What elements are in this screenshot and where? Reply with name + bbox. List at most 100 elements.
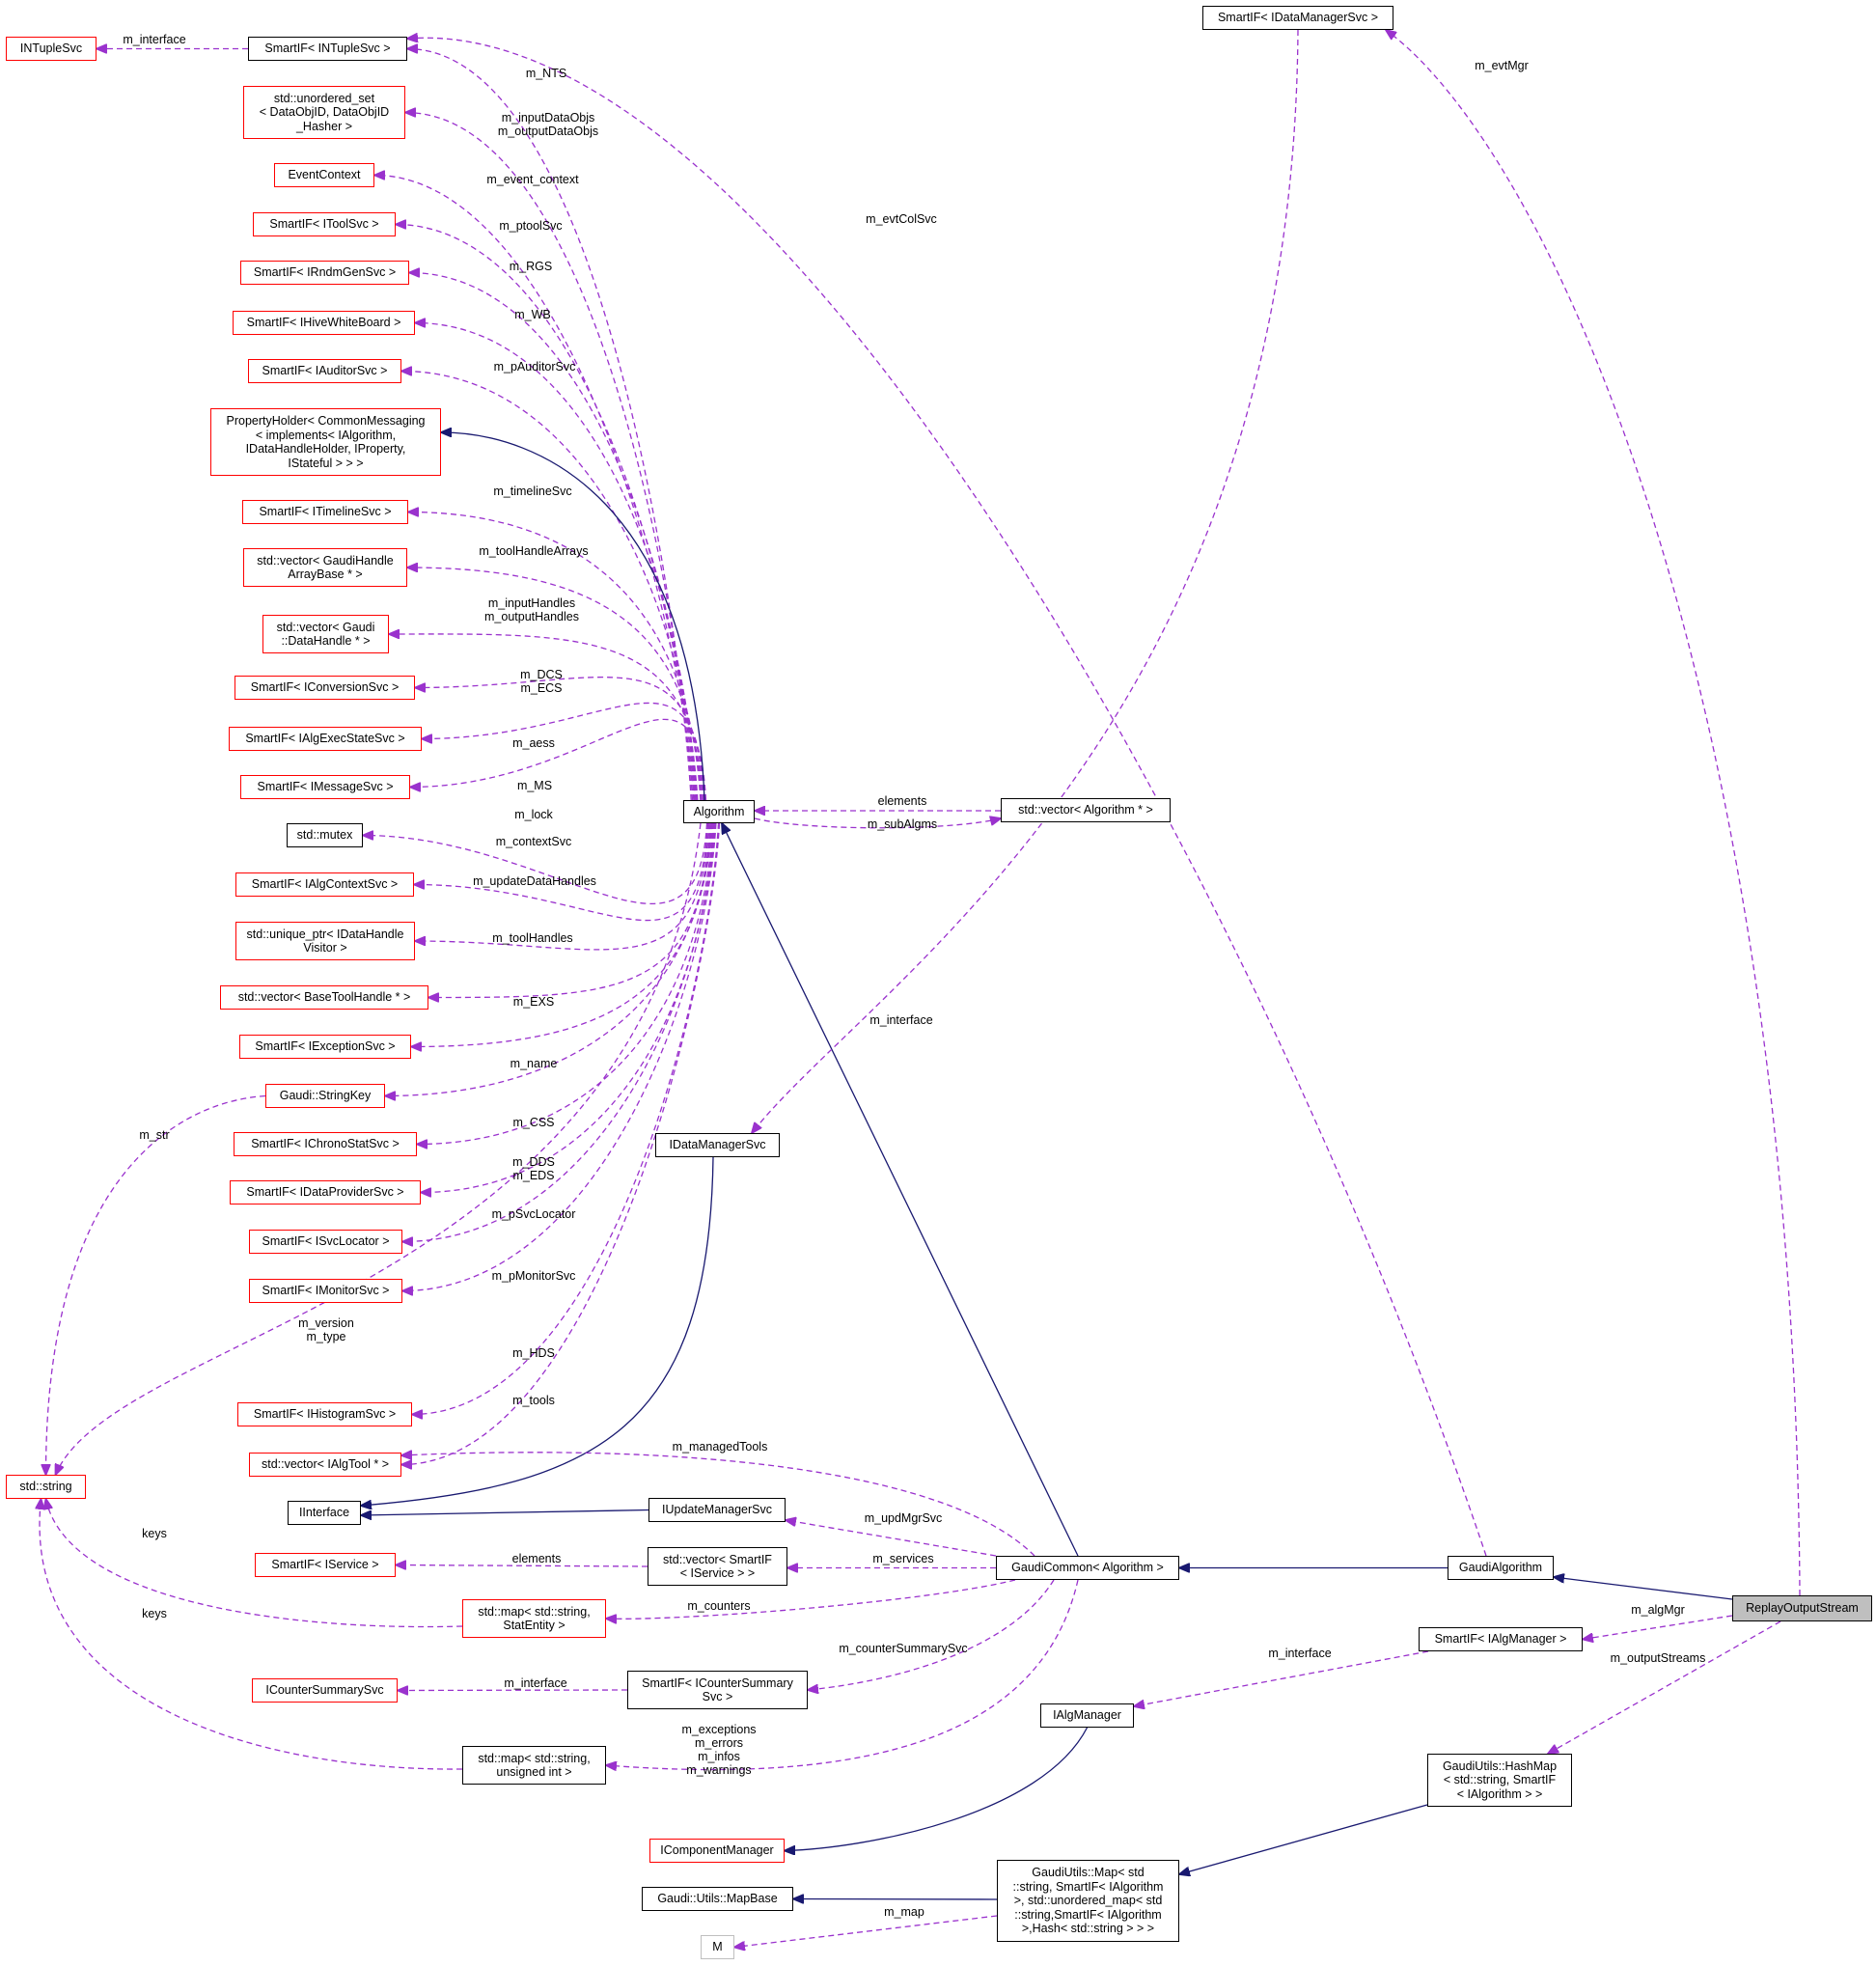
node-vec-algtool[interactable]: std::vector< IAlgTool * > bbox=[249, 1453, 401, 1477]
usage-edge bbox=[407, 568, 703, 801]
inheritance-edge bbox=[361, 1509, 649, 1516]
usage-edge bbox=[606, 1579, 1016, 1619]
node-sp-exc[interactable]: SmartIF< IExceptionSvc > bbox=[239, 1035, 411, 1059]
node-map-stat[interactable]: std::map< std::string, StatEntity > bbox=[462, 1599, 606, 1638]
node-sp-aud[interactable]: SmartIF< IAuditorSvc > bbox=[248, 359, 401, 383]
usage-edge bbox=[412, 822, 720, 1415]
node-ialgmgr[interactable]: IAlgManager bbox=[1040, 1703, 1134, 1728]
usage-edge bbox=[407, 49, 692, 801]
inheritance-edge bbox=[361, 1156, 714, 1506]
node-sp-dp[interactable]: SmartIF< IDataProviderSvc > bbox=[230, 1180, 421, 1205]
node-sp-chrono[interactable]: SmartIF< IChronoStatSvc > bbox=[234, 1132, 417, 1156]
edge-label-m-managedtools: m_managedTools bbox=[673, 1440, 768, 1454]
node-vec-gha[interactable]: std::vector< GaudiHandle ArrayBase * > bbox=[243, 548, 407, 587]
node-sp-svcloc[interactable]: SmartIF< ISvcLocator > bbox=[249, 1230, 402, 1254]
edge-label-m-evtmgr: m_evtMgr bbox=[1475, 59, 1529, 72]
edge-label-m-counters: m_counters bbox=[687, 1599, 750, 1613]
usage-edge bbox=[56, 822, 702, 1475]
usage-edge bbox=[1548, 1620, 1781, 1754]
inheritance-edge bbox=[441, 432, 705, 801]
node-hashmap[interactable]: GaudiUtils::HashMap < std::string, Smart… bbox=[1427, 1754, 1572, 1807]
usage-edge bbox=[1583, 1615, 1733, 1640]
node-sp-algmgr[interactable]: SmartIF< IAlgManager > bbox=[1419, 1627, 1583, 1651]
node-mutex[interactable]: std::mutex bbox=[287, 823, 363, 847]
node-gaudicommon[interactable]: GaudiCommon< Algorithm > bbox=[996, 1556, 1179, 1580]
usage-edge bbox=[374, 176, 695, 801]
node-evctx[interactable]: EventContext bbox=[274, 163, 374, 187]
node-algorithm[interactable]: Algorithm bbox=[683, 800, 755, 823]
edge-label-m-psvclocator: m_pSvcLocator bbox=[492, 1207, 576, 1221]
node-intuple[interactable]: INTupleSvc bbox=[6, 37, 97, 61]
edge-label-m-rgs: m_RGS bbox=[510, 260, 552, 273]
node-sp-rndm[interactable]: SmartIF< IRndmGenSvc > bbox=[240, 261, 409, 285]
node-sp-timeline[interactable]: SmartIF< ITimelineSvc > bbox=[242, 500, 408, 524]
node-gaudialg[interactable]: GaudiAlgorithm bbox=[1448, 1556, 1554, 1580]
node-iinterface[interactable]: IInterface bbox=[288, 1501, 361, 1525]
node-sp-iservice[interactable]: SmartIF< IService > bbox=[255, 1553, 396, 1577]
node-icsum[interactable]: ICounterSummarySvc bbox=[252, 1678, 398, 1703]
node-replay[interactable]: ReplayOutputStream bbox=[1732, 1595, 1872, 1621]
edge-label-m-toolhandlearrays: m_toolHandleArrays bbox=[479, 544, 588, 558]
usage-edge bbox=[754, 818, 1001, 829]
usage-edge bbox=[417, 822, 714, 1145]
edge-label-m-ms: m_MS bbox=[517, 779, 552, 792]
node-mapbase[interactable]: Gaudi::Utils::MapBase bbox=[642, 1887, 793, 1911]
usage-edge bbox=[1134, 1650, 1429, 1706]
node-gumap[interactable]: GaudiUtils::Map< std ::string, SmartIF< … bbox=[997, 1860, 1179, 1942]
node-sp-msg[interactable]: SmartIF< IMessageSvc > bbox=[240, 775, 410, 799]
node-vecalg[interactable]: std::vector< Algorithm * > bbox=[1001, 798, 1171, 822]
edge-label-m-countersummarysvc: m_counterSummarySvc bbox=[839, 1642, 967, 1655]
node-propholder[interactable]: PropertyHolder< CommonMessaging < implem… bbox=[210, 408, 441, 476]
node-sp-aes[interactable]: SmartIF< IAlgExecStateSvc > bbox=[229, 727, 422, 751]
usage-edge bbox=[46, 1094, 266, 1476]
usage-edge bbox=[401, 1453, 1035, 1557]
usage-edge bbox=[414, 822, 709, 922]
node-strkey[interactable]: Gaudi::StringKey bbox=[265, 1084, 385, 1108]
edge-label-m-css: m_CSS bbox=[512, 1116, 554, 1129]
edge-label-m-pmonitorsvc: m_pMonitorSvc bbox=[492, 1269, 576, 1283]
inheritance-edge bbox=[722, 823, 1079, 1557]
usage-edge bbox=[786, 1520, 997, 1557]
edge-label-m-timelinesvc: m_timelineSvc bbox=[493, 485, 571, 498]
node-vec-sp-iservice[interactable]: std::vector< SmartIF < IService > > bbox=[648, 1547, 787, 1586]
node-sp-mon[interactable]: SmartIF< IMonitorSvc > bbox=[249, 1279, 402, 1303]
edge-label-m-exs: m_EXS bbox=[513, 995, 554, 1009]
node-idms[interactable]: IDataManagerSvc bbox=[655, 1133, 780, 1157]
node-sp-idms[interactable]: SmartIF< IDataManagerSvc > bbox=[1202, 6, 1393, 30]
usage-edge bbox=[396, 1565, 648, 1567]
inheritance-edge bbox=[785, 1727, 1089, 1851]
node-iupd[interactable]: IUpdateManagerSvc bbox=[648, 1498, 786, 1522]
node-uptr[interactable]: std::unique_ptr< IDataHandle Visitor > bbox=[235, 922, 415, 960]
node-m[interactable]: M bbox=[701, 1935, 734, 1959]
node-sp-conv[interactable]: SmartIF< IConversionSvc > bbox=[234, 676, 415, 700]
edge-label-m-str: m_str bbox=[139, 1128, 169, 1142]
edge-label-keys-1: keys bbox=[142, 1527, 167, 1540]
node-string[interactable]: std::string bbox=[6, 1475, 86, 1499]
usage-edge bbox=[401, 822, 721, 1465]
edge-label-m-algmgr: m_algMgr bbox=[1631, 1603, 1685, 1617]
usage-edge bbox=[363, 822, 708, 904]
node-sp-icsum[interactable]: SmartIF< ICounterSummary Svc > bbox=[627, 1671, 808, 1709]
node-sp-ntuple[interactable]: SmartIF< INTupleSvc > bbox=[248, 37, 407, 61]
node-icomp[interactable]: IComponentManager bbox=[649, 1839, 785, 1863]
node-map-uint[interactable]: std::map< std::string, unsigned int > bbox=[462, 1746, 606, 1785]
node-sp-hist[interactable]: SmartIF< IHistogramSvc > bbox=[237, 1402, 412, 1426]
usage-edge bbox=[46, 1499, 463, 1628]
usage-edge bbox=[422, 702, 706, 801]
node-unordset[interactable]: std::unordered_set < DataObjID, DataObjI… bbox=[243, 86, 405, 139]
node-vec-dh[interactable]: std::vector< Gaudi ::DataHandle * > bbox=[262, 615, 389, 653]
edge-label-m-evtcolsvc: m_evtColSvc bbox=[866, 212, 937, 226]
node-sp-hive[interactable]: SmartIF< IHiveWhiteBoard > bbox=[233, 311, 415, 335]
usage-edge bbox=[405, 113, 694, 801]
edge-label-m-pauditorsvc: m_pAuditorSvc bbox=[494, 360, 576, 374]
node-sp-tool[interactable]: SmartIF< IToolSvc > bbox=[253, 212, 396, 236]
node-sp-ctx[interactable]: SmartIF< IAlgContextSvc > bbox=[235, 872, 414, 897]
node-vec-bth[interactable]: std::vector< BaseToolHandle * > bbox=[220, 985, 428, 1010]
